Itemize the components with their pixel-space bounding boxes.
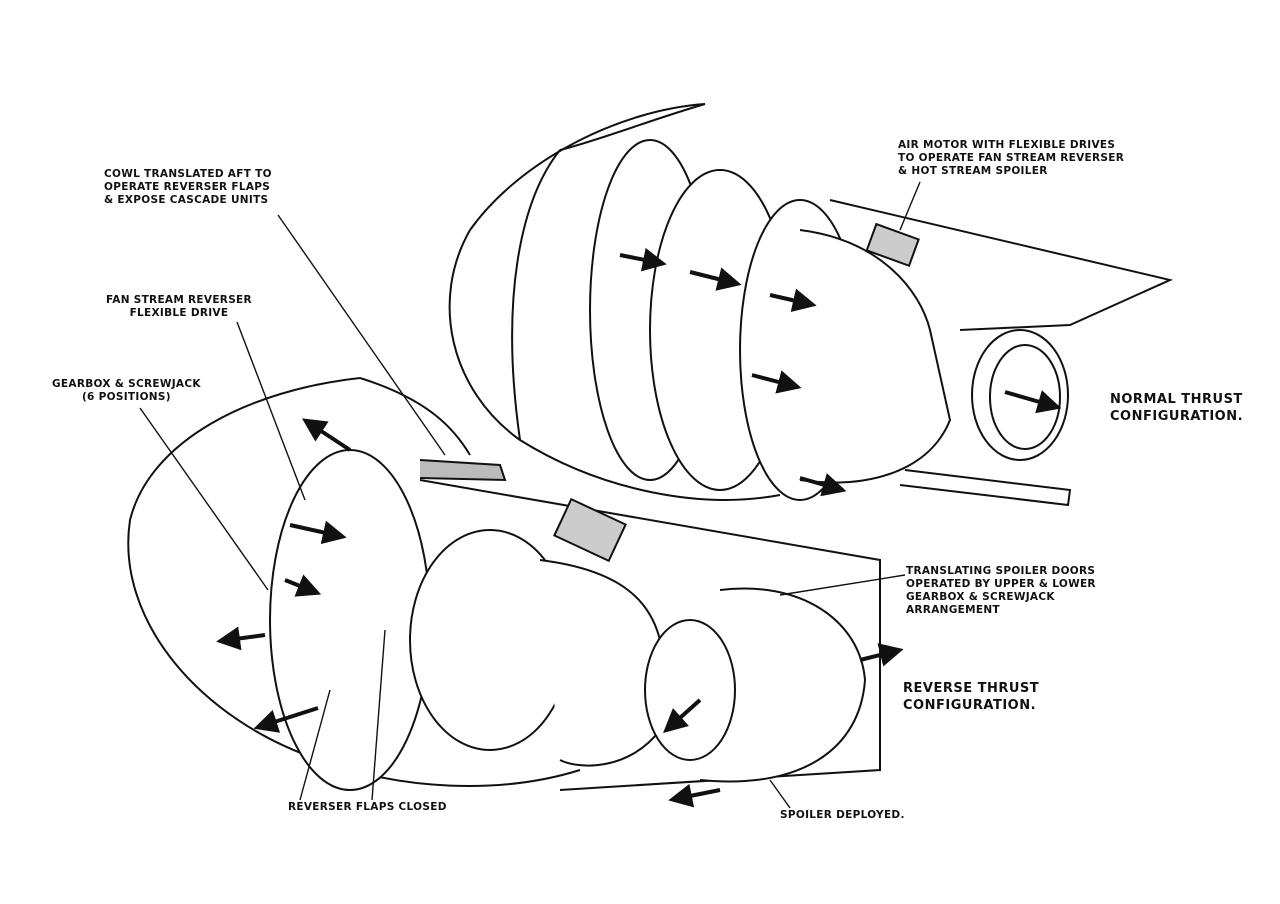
label-line: & HOT STREAM SPOILER	[898, 165, 1048, 177]
label-line: CONFIGURATION.	[903, 698, 1037, 713]
label-line: GEARBOX & SCREWJACK	[52, 378, 201, 390]
label-line: TO OPERATE FAN STREAM REVERSER	[898, 152, 1125, 164]
label-reverser-flaps-closed: REVERSER FLAPS CLOSED	[288, 801, 447, 813]
label-line: REVERSE THRUST	[903, 681, 1040, 696]
label-air-motor: AIR MOTOR WITH FLEXIBLE DRIVES TO OPERAT…	[898, 139, 1124, 178]
label-fan-stream-drive: FAN STREAM REVERSER FLEXIBLE DRIVE	[106, 294, 252, 320]
label-line: (6 POSITIONS)	[81, 391, 171, 403]
leader-lines	[139, 181, 921, 809]
engine-normal-thrust	[448, 103, 1174, 507]
label-line: FAN STREAM REVERSER	[106, 294, 252, 306]
label-gearbox-screwjack: GEARBOX & SCREWJACK (6 POSITIONS)	[52, 378, 201, 404]
label-cowl-translated: COWL TRANSLATED AFT TO OPERATE REVERSER …	[104, 168, 272, 207]
label-line: AIR MOTOR WITH FLEXIBLE DRIVES	[898, 139, 1116, 151]
engine-reverse-thrust	[127, 377, 904, 808]
label-line: & EXPOSE CASCADE UNITS	[104, 194, 269, 206]
label-normal-thrust: NORMAL THRUST CONFIGURATION.	[1110, 391, 1243, 425]
label-line: CONFIGURATION.	[1110, 409, 1244, 424]
label-line: FLEXIBLE DRIVE	[129, 307, 229, 319]
label-line: GEARBOX & SCREWJACK	[906, 591, 1055, 603]
label-line: ARRANGEMENT	[906, 604, 1000, 616]
label-line: NORMAL THRUST	[1110, 392, 1243, 407]
label-line: OPERATED BY UPPER & LOWER	[906, 578, 1096, 590]
label-line: TRANSLATING SPOILER DOORS	[906, 565, 1096, 577]
label-spoiler-deployed: SPOILER DEPLOYED.	[780, 809, 905, 821]
label-spoiler-doors: TRANSLATING SPOILER DOORS OPERATED BY UP…	[906, 565, 1096, 617]
label-reverse-thrust: REVERSE THRUST CONFIGURATION.	[903, 680, 1039, 714]
label-line: COWL TRANSLATED AFT TO	[104, 168, 272, 180]
label-line: OPERATE REVERSER FLAPS	[104, 181, 271, 193]
